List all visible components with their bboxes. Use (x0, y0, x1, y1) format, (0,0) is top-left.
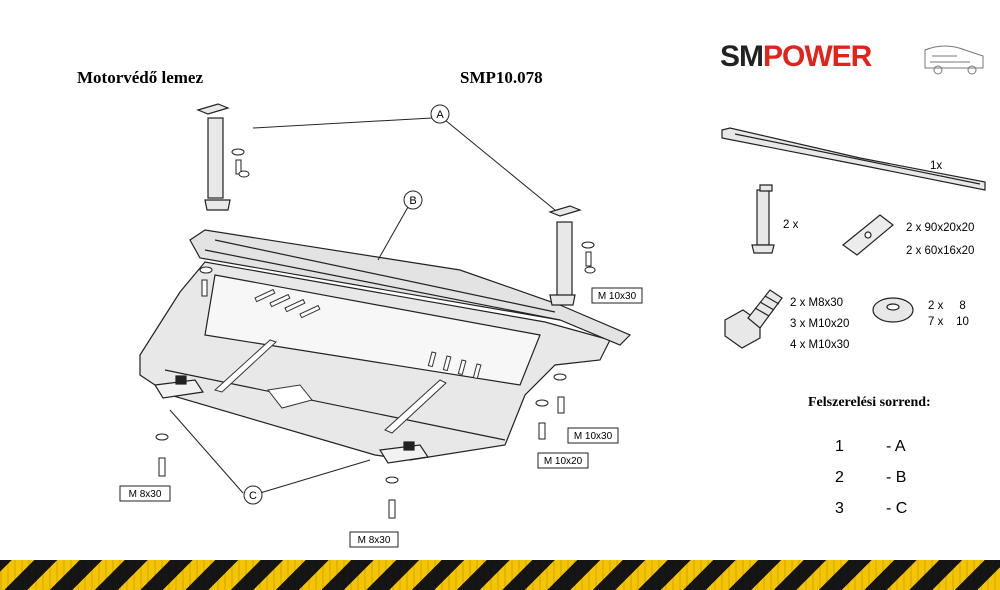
sequence-step-1-code: - A (886, 438, 906, 455)
mounting-bolts (155, 148, 596, 519)
diagram-title: Motorvédő lemez (77, 68, 204, 87)
sequence-step-1-num: 1 (835, 438, 844, 455)
callout-b: B (409, 195, 416, 207)
brand-car-icon (924, 45, 984, 75)
parts-nut-plate (842, 214, 894, 256)
callout-a-circle (430, 104, 450, 124)
sequence-step-2-code: - B (886, 469, 907, 486)
sequence-step-3-code: - C (886, 500, 908, 517)
plate-qty-1: 2 x 90x20x20 (906, 222, 975, 234)
bolt-label-boxes (119, 287, 643, 548)
skid-plate (139, 261, 611, 461)
washer-qty-2: 7 x 10 (928, 316, 969, 328)
callout-c: C (249, 490, 257, 502)
parts-rail (721, 127, 986, 191)
sequence-step-3-num: 3 (835, 500, 844, 517)
brand-logo-left: SM (720, 40, 764, 73)
washer-qty-1: 2 x 8 (928, 300, 966, 312)
bolt-label-m10x20: M 10x20 (544, 456, 583, 467)
plate-slots (213, 288, 482, 434)
bolt-label-m10x30-top: M 10x30 (598, 291, 637, 302)
sequence-step-2-num: 2 (835, 469, 844, 486)
bolt-qty-3: 4 x M10x30 (790, 339, 850, 351)
top-rail (189, 229, 632, 346)
callout-a: A (436, 109, 444, 121)
brand-logo-right: POWER (763, 40, 872, 73)
bolt-label-m10x30-mid: M 10x30 (574, 431, 613, 442)
hazard-stripe (0, 560, 1000, 590)
bolt-qty-2: 3 x M10x20 (790, 318, 850, 330)
callout-b-circle (403, 190, 423, 210)
parts-washer-icon (872, 297, 914, 323)
parts-bracket (751, 184, 775, 254)
bracket-right (548, 205, 582, 306)
callout-c-circle (243, 485, 263, 505)
hazard-stripe-texture (0, 560, 1000, 590)
leader-lines (169, 117, 556, 494)
parts-bolt-icon (724, 289, 783, 349)
nut-plates (154, 375, 430, 464)
bracket-left (196, 103, 231, 211)
bracket-qty: 2 x (783, 219, 799, 231)
bolt-label-m8x30-bottom: M 8x30 (358, 535, 391, 546)
bolt-qty-1: 2 x M8x30 (790, 297, 844, 309)
brand-logo: SMPOWER (720, 40, 872, 74)
rail-qty: 1x (930, 160, 943, 172)
plate-qty-2: 2 x 60x16x20 (906, 245, 975, 257)
part-number: SMP10.078 (460, 68, 543, 87)
sequence-title: Felszerelési sorrend: (808, 395, 931, 410)
bolt-label-m8x30-left: M 8x30 (129, 489, 162, 500)
